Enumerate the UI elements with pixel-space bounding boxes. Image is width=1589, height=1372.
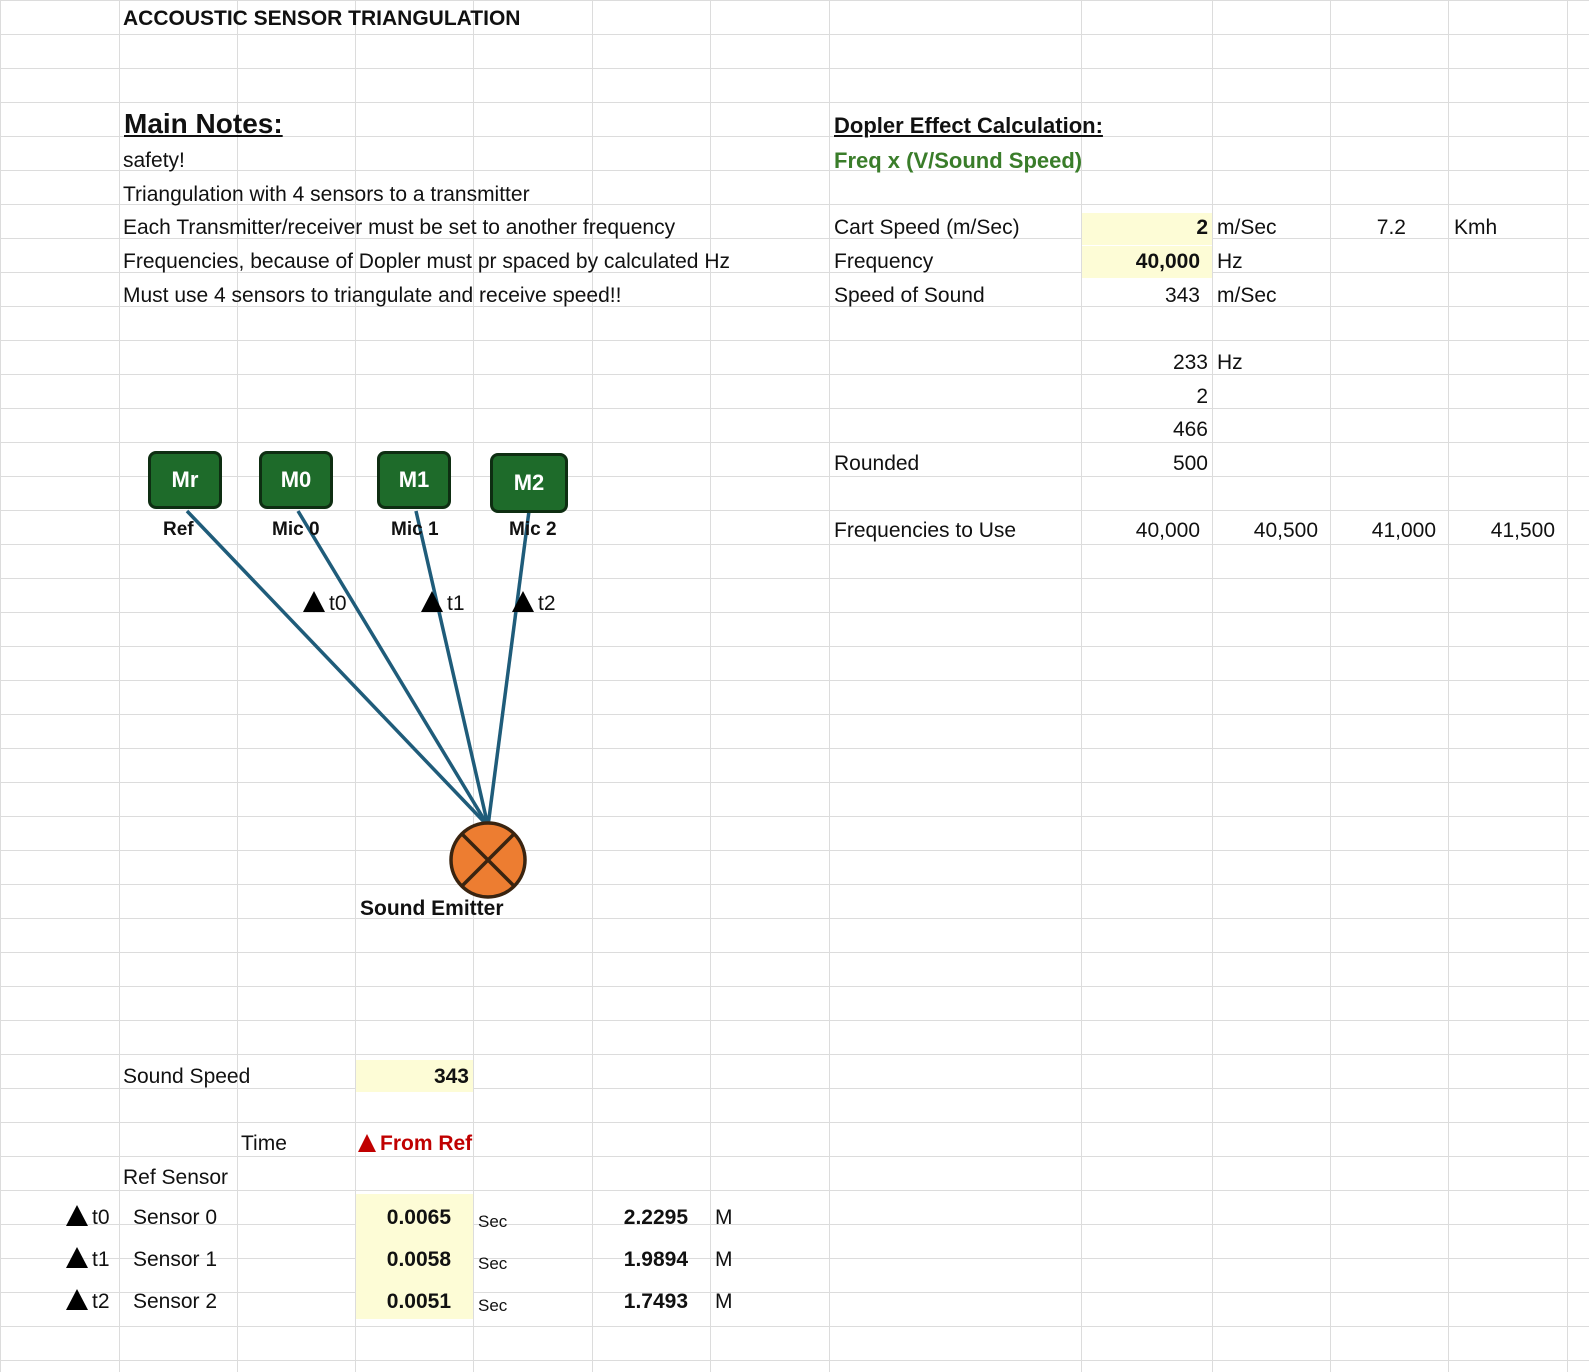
signal-lines bbox=[185, 509, 531, 828]
frequencies-to-use-label[interactable]: Frequencies to Use bbox=[834, 519, 1017, 542]
mic-0-label: Mic 0 bbox=[272, 519, 320, 540]
sensor-name[interactable]: Sensor 0 bbox=[133, 1206, 218, 1229]
time-input[interactable]: 0.0065 bbox=[386, 1206, 451, 1229]
input-cell-fill bbox=[356, 1194, 473, 1319]
spacing-value[interactable]: 466 bbox=[1172, 418, 1208, 441]
column-divider bbox=[1330, 0, 1331, 1372]
cart-speed-kmh-value[interactable]: 7.2 bbox=[1376, 216, 1406, 239]
note-line[interactable]: Must use 4 sensors to triangulate and re… bbox=[123, 284, 622, 307]
frequency-to-use-cell[interactable]: 41,000 bbox=[1371, 519, 1436, 542]
input-cell-fill bbox=[356, 1060, 473, 1092]
sound-speed-input[interactable]: 343 bbox=[433, 1065, 469, 1088]
column-divider bbox=[710, 0, 711, 1372]
time-input[interactable]: 0.0058 bbox=[386, 1248, 451, 1271]
ref-sensor-label[interactable]: Ref Sensor bbox=[123, 1166, 229, 1189]
distance-value[interactable]: 1.7493 bbox=[623, 1290, 688, 1313]
sound-speed-label[interactable]: Sound Speed bbox=[123, 1065, 251, 1088]
mic-2-name: M2 bbox=[513, 470, 545, 495]
column-divider bbox=[1567, 0, 1568, 1372]
time-unit[interactable]: Sec bbox=[478, 1254, 508, 1273]
distance-unit[interactable]: M bbox=[715, 1206, 733, 1229]
column-divider bbox=[1448, 0, 1449, 1372]
delta-triangle-icon bbox=[66, 1247, 88, 1268]
mic-2-label: Mic 2 bbox=[509, 519, 557, 540]
frequency-input[interactable]: 40,000 bbox=[1135, 250, 1200, 273]
time-unit[interactable]: Sec bbox=[478, 1296, 508, 1315]
signal-line-mic0 bbox=[296, 510, 490, 827]
frequency-to-use-cell[interactable]: 41,500 bbox=[1490, 519, 1555, 542]
delta-t2-label: t2 bbox=[512, 591, 556, 617]
main-notes-heading[interactable]: Main Notes: bbox=[124, 108, 283, 139]
mic-0-name: M0 bbox=[280, 467, 312, 492]
column-divider bbox=[119, 0, 120, 1372]
delta-t1-label: t1 bbox=[421, 591, 465, 617]
doppler-shift-unit[interactable]: Hz bbox=[1217, 351, 1243, 374]
column-divider bbox=[1212, 0, 1213, 1372]
doppler-shift-value[interactable]: 233 bbox=[1172, 351, 1208, 374]
column-divider bbox=[1081, 0, 1082, 1372]
input-cell-fill bbox=[1082, 213, 1212, 245]
frequency-to-use-cell[interactable]: 40,000 bbox=[1135, 519, 1200, 542]
mic-1-box[interactable]: M1 bbox=[377, 451, 451, 509]
distance-value[interactable]: 2.2295 bbox=[623, 1206, 688, 1229]
time-input[interactable]: 0.0051 bbox=[386, 1290, 451, 1313]
delta-triangle-icon bbox=[66, 1205, 88, 1226]
signal-line-mic2 bbox=[486, 510, 531, 827]
frequency-to-use-cell[interactable]: 40,500 bbox=[1253, 519, 1318, 542]
note-line[interactable]: Frequencies, because of Dopler must pr s… bbox=[123, 250, 730, 273]
from-ref-header[interactable]: From Ref bbox=[358, 1131, 472, 1157]
multiplier-value[interactable]: 2 bbox=[1196, 385, 1208, 408]
delta-t0-label: t0 bbox=[303, 591, 347, 617]
delta-triangle-icon bbox=[512, 591, 534, 612]
distance-unit[interactable]: M bbox=[715, 1290, 733, 1313]
row-delta-t2[interactable]: t2 bbox=[66, 1289, 110, 1315]
note-line[interactable]: Triangulation with 4 sensors to a transm… bbox=[123, 183, 530, 206]
row-delta-t1[interactable]: t1 bbox=[66, 1247, 110, 1273]
column-divider bbox=[829, 0, 830, 1372]
sensor-name[interactable]: Sensor 1 bbox=[133, 1248, 218, 1271]
speed-of-sound-label[interactable]: Speed of Sound bbox=[834, 284, 985, 307]
mic-1-label: Mic 1 bbox=[391, 519, 439, 540]
delta-triangle-icon bbox=[66, 1289, 88, 1310]
cart-speed-unit[interactable]: m/Sec bbox=[1217, 216, 1277, 239]
speed-of-sound-unit[interactable]: m/Sec bbox=[1217, 284, 1277, 307]
sound-emitter-label: Sound Emitter bbox=[360, 897, 504, 920]
signal-line-mic1 bbox=[414, 510, 490, 827]
note-line[interactable]: safety! bbox=[123, 149, 185, 172]
row-delta-t0[interactable]: t0 bbox=[66, 1205, 110, 1231]
sensor-name[interactable]: Sensor 2 bbox=[133, 1290, 218, 1313]
time-unit[interactable]: Sec bbox=[478, 1212, 508, 1231]
doppler-heading[interactable]: Dopler Effect Calculation: bbox=[834, 113, 1103, 138]
cart-speed-label[interactable]: Cart Speed (m/Sec) bbox=[834, 216, 1020, 239]
note-line[interactable]: Each Transmitter/receiver must be set to… bbox=[123, 216, 676, 239]
cart-speed-kmh-unit[interactable]: Kmh bbox=[1454, 216, 1498, 239]
time-header[interactable]: Time bbox=[241, 1132, 287, 1155]
frequency-unit[interactable]: Hz bbox=[1217, 250, 1243, 273]
mic-ref-label: Ref bbox=[163, 519, 194, 540]
delta-triangle-icon bbox=[421, 591, 443, 612]
mic-ref-name: Mr bbox=[171, 467, 199, 492]
sheet-title[interactable]: ACCOUSTIC SENSOR TRIANGULATION bbox=[123, 7, 521, 30]
distance-value[interactable]: 1.9894 bbox=[623, 1248, 688, 1271]
distance-unit[interactable]: M bbox=[715, 1248, 733, 1271]
delta-triangle-icon bbox=[303, 591, 325, 612]
emitter-icon bbox=[449, 821, 527, 899]
signal-line-ref bbox=[185, 509, 490, 828]
rounded-value[interactable]: 500 bbox=[1172, 452, 1208, 475]
delta-triangle-icon bbox=[358, 1134, 376, 1152]
mic-ref-box[interactable]: Mr bbox=[148, 451, 222, 509]
rounded-label[interactable]: Rounded bbox=[834, 452, 920, 475]
speed-of-sound-value[interactable]: 343 bbox=[1164, 284, 1200, 307]
doppler-formula[interactable]: Freq x (V/Sound Speed) bbox=[834, 148, 1083, 173]
cart-speed-input[interactable]: 2 bbox=[1196, 216, 1208, 239]
input-cell-fill bbox=[1082, 246, 1212, 278]
mic-1-name: M1 bbox=[398, 467, 430, 492]
frequency-label[interactable]: Frequency bbox=[834, 250, 934, 273]
mic-0-box[interactable]: M0 bbox=[259, 451, 333, 509]
column-divider bbox=[592, 0, 593, 1372]
mic-2-box[interactable]: M2 bbox=[490, 453, 568, 513]
